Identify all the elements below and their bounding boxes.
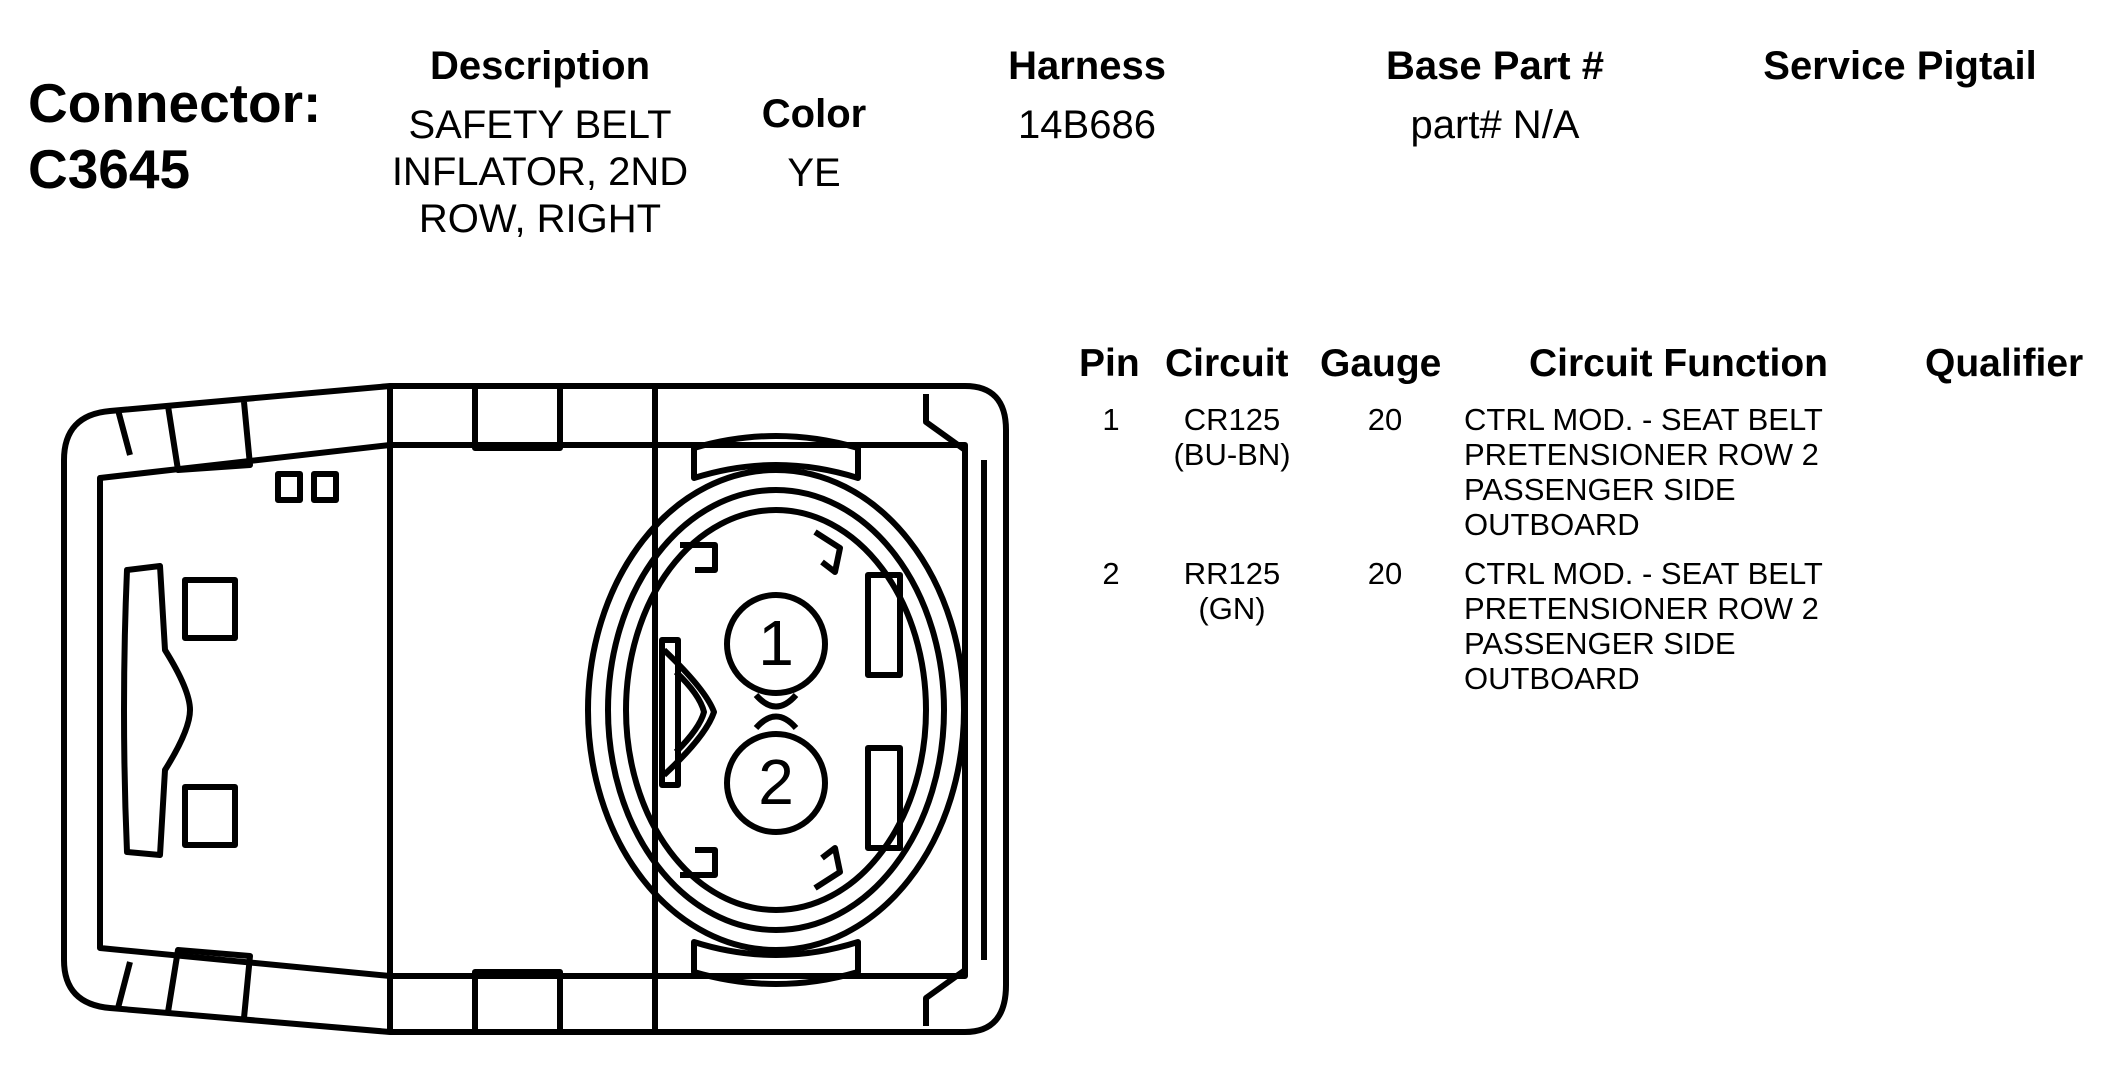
row-gauge: 20: [1367, 556, 1403, 591]
polarization-key-inner-curve: [673, 669, 707, 755]
pin-bridge-top: [753, 692, 799, 710]
top-latch-tab-center: [472, 388, 563, 451]
description-header: Description: [429, 44, 651, 88]
bottom-edge-notch: [115, 961, 133, 1009]
base-part-value: part# N/A: [1410, 103, 1580, 147]
bottom-latch-tab-center: [472, 969, 563, 1030]
bottom-latch-tab-left: [165, 947, 253, 1019]
indicator-square-right: [311, 471, 339, 503]
col-function-header: Circuit Function: [1529, 342, 1828, 385]
harness-value: 14B686: [1018, 103, 1156, 147]
col-pin-header: Pin: [1079, 342, 1140, 385]
inner-tab-top-right: [813, 529, 843, 575]
pin-cavity-label-2: 2: [758, 746, 794, 818]
col-qualifier-header: Qualifier: [1925, 342, 2084, 385]
pin-cavity-1: [724, 592, 828, 696]
row-gauge: 20: [1367, 402, 1403, 437]
color-value: YE: [787, 151, 841, 195]
connector-title: Connector: C3645: [28, 70, 321, 202]
receptacle-ring-middle: [605, 487, 947, 933]
receptacle-ring-inner: [623, 507, 929, 913]
right-clip-bottom: [923, 967, 967, 1026]
color-header: Color: [761, 92, 867, 136]
lock-window-lower: [182, 784, 238, 848]
service-pigtail-header: Service Pigtail: [1763, 44, 2037, 88]
pin-bridge-bottom: [753, 713, 799, 731]
row-function: CTRL MOD. - SEAT BELT PRETENSIONER ROW 2…: [1464, 402, 1823, 542]
receptacle-key-bottom: [691, 939, 861, 987]
receptacle-key-top: [691, 433, 861, 481]
connector-id: C3645: [28, 138, 191, 200]
polarization-key-curve: [661, 647, 717, 778]
connector-housing-outline: [61, 383, 1009, 1035]
connector-face-diagram: 1 2: [61, 383, 1009, 1035]
row-pin: 2: [1102, 556, 1120, 591]
side-slot-upper: [865, 572, 903, 678]
inner-tab-bottom-left: [680, 847, 718, 878]
row-circuit: CR125 (BU-BN): [1173, 402, 1291, 472]
side-slot-lower: [865, 745, 903, 851]
pin-cavity-label-1: 1: [758, 607, 794, 679]
description-value: SAFETY BELT INFLATOR, 2ND ROW, RIGHT: [391, 103, 689, 241]
top-latch-tab-left: [165, 401, 253, 473]
row-circuit: RR125 (GN): [1183, 556, 1281, 626]
indicator-square-left: [275, 471, 303, 503]
polarization-key-base: [659, 637, 681, 788]
top-edge-notch: [115, 409, 133, 456]
col-gauge-header: Gauge: [1320, 342, 1442, 385]
row-function: CTRL MOD. - SEAT BELT PRETENSIONER ROW 2…: [1464, 556, 1823, 696]
inner-tab-bottom-right: [813, 845, 843, 891]
receptacle-ring-outer: [585, 467, 967, 953]
connector-label: Connector:: [28, 72, 322, 134]
harness-header: Harness: [1008, 44, 1166, 88]
pin-cavity-2: [724, 731, 828, 835]
row-pin: 1: [1102, 402, 1120, 437]
right-clip-top: [923, 394, 967, 453]
base-part-header: Base Part #: [1386, 44, 1604, 88]
col-circuit-header: Circuit: [1165, 342, 1289, 385]
inner-tab-top-left: [680, 542, 718, 573]
lock-window-upper: [182, 577, 238, 641]
lock-latch-lever: [121, 563, 193, 858]
